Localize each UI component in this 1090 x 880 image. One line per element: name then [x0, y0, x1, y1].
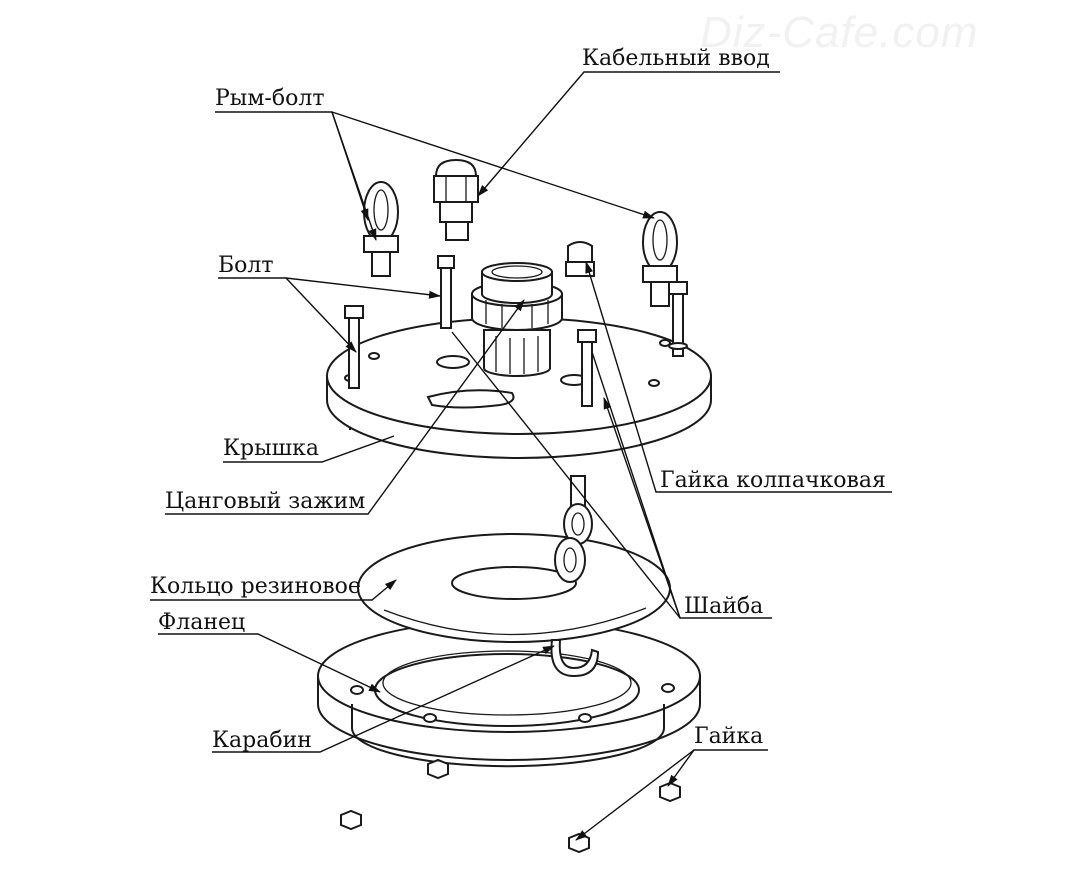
nut-2 — [340, 809, 362, 831]
label-cap-nut: Гайка колпачковая — [660, 468, 886, 493]
nut-1 — [427, 758, 449, 780]
carabiner-part — [550, 475, 600, 678]
label-flange: Фланец — [158, 610, 246, 635]
bolt-left — [344, 305, 364, 389]
cap-nut-part — [565, 241, 595, 277]
bolt-right-back — [668, 281, 688, 357]
eye-bolt-left — [363, 181, 399, 277]
label-nut: Гайка — [694, 724, 764, 749]
label-eye-bolt: Рым-болт — [215, 86, 325, 111]
collet-clamp-part — [471, 262, 563, 377]
label-bolt: Болт — [218, 253, 274, 278]
label-cable-gland: Кабельный ввод — [582, 46, 770, 71]
rubber-ring-part — [357, 533, 671, 643]
label-rubber-ring: Кольцо резиновое — [150, 574, 361, 599]
label-carabiner: Карабин — [212, 728, 312, 753]
watermark-text: Diz-Cafe.com — [700, 8, 979, 57]
label-cover: Крышка — [223, 436, 319, 461]
label-washer: Шайба — [684, 594, 764, 619]
leader-lines — [150, 71, 892, 841]
eye-bolt-right — [642, 211, 678, 307]
nut-3 — [659, 781, 681, 803]
bolt-right-front — [577, 329, 597, 407]
label-collet-clamp: Цанговый зажим — [165, 489, 366, 514]
cable-gland-part — [433, 158, 479, 241]
nut-4 — [568, 832, 590, 854]
bolt-center — [437, 255, 455, 329]
